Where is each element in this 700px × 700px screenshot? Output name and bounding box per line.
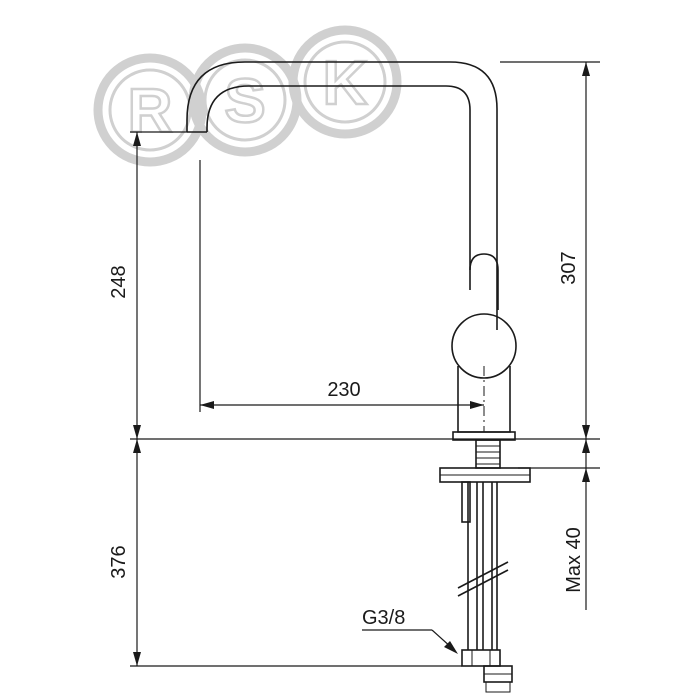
total-height-label: 307 — [558, 251, 580, 284]
svg-text:K: K — [323, 49, 368, 118]
lever-handle — [451, 253, 517, 379]
rsk-watermark-logo: R S K — [93, 25, 402, 167]
svg-text:S: S — [224, 67, 265, 136]
spout-height-label: 248 — [108, 265, 130, 298]
reach-label: 230 — [327, 379, 360, 401]
svg-text:R: R — [128, 77, 173, 146]
faucet-base — [452, 366, 516, 441]
mounting-assembly — [439, 439, 531, 693]
dimension-lines — [130, 61, 600, 667]
deck-thickness-label: Max 40 — [563, 527, 585, 593]
faucet-spout — [186, 61, 498, 330]
below-deck-label: 376 — [108, 545, 130, 578]
connection-label: G3/8 — [362, 607, 405, 629]
